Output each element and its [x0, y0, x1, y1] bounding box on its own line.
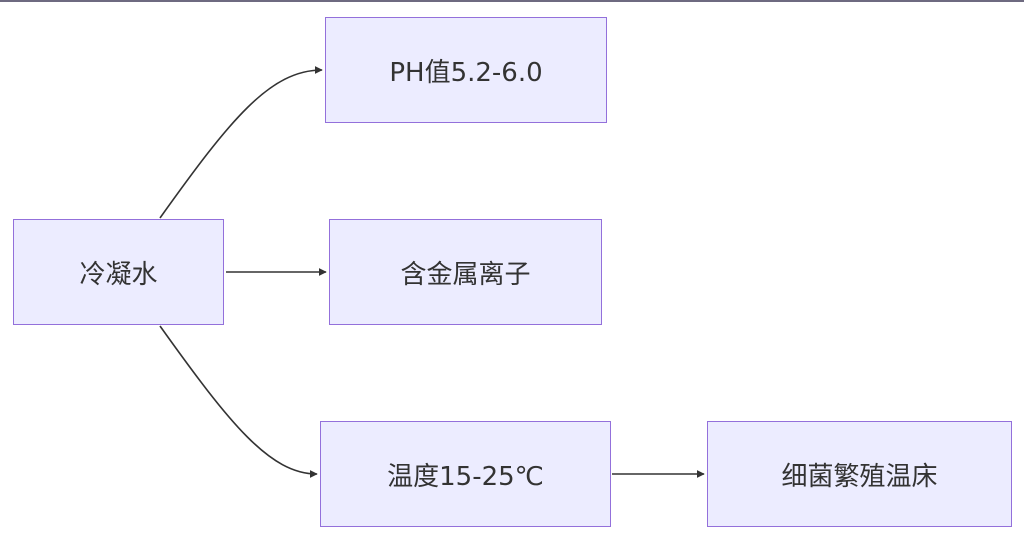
edge-source-to-temperature — [159, 325, 318, 478]
node-metal-ions: 含金属离子 — [329, 219, 602, 325]
top-border — [0, 0, 1024, 2]
node-temperature: 温度15-25℃ — [320, 421, 611, 527]
edge-source-to-ph — [159, 66, 323, 219]
node-condensate-label: 冷凝水 — [79, 259, 158, 290]
node-ph-value-label: PH值5.2-6.0 — [389, 57, 543, 88]
node-bacteria-breeding-label: 细菌繁殖温床 — [781, 461, 938, 492]
node-bacteria-breeding: 细菌繁殖温床 — [707, 421, 1012, 527]
node-temperature-label: 温度15-25℃ — [387, 461, 544, 492]
node-condensate: 冷凝水 — [13, 219, 224, 325]
node-ph-value: PH值5.2-6.0 — [325, 17, 607, 123]
node-metal-ions-label: 含金属离子 — [400, 259, 531, 290]
